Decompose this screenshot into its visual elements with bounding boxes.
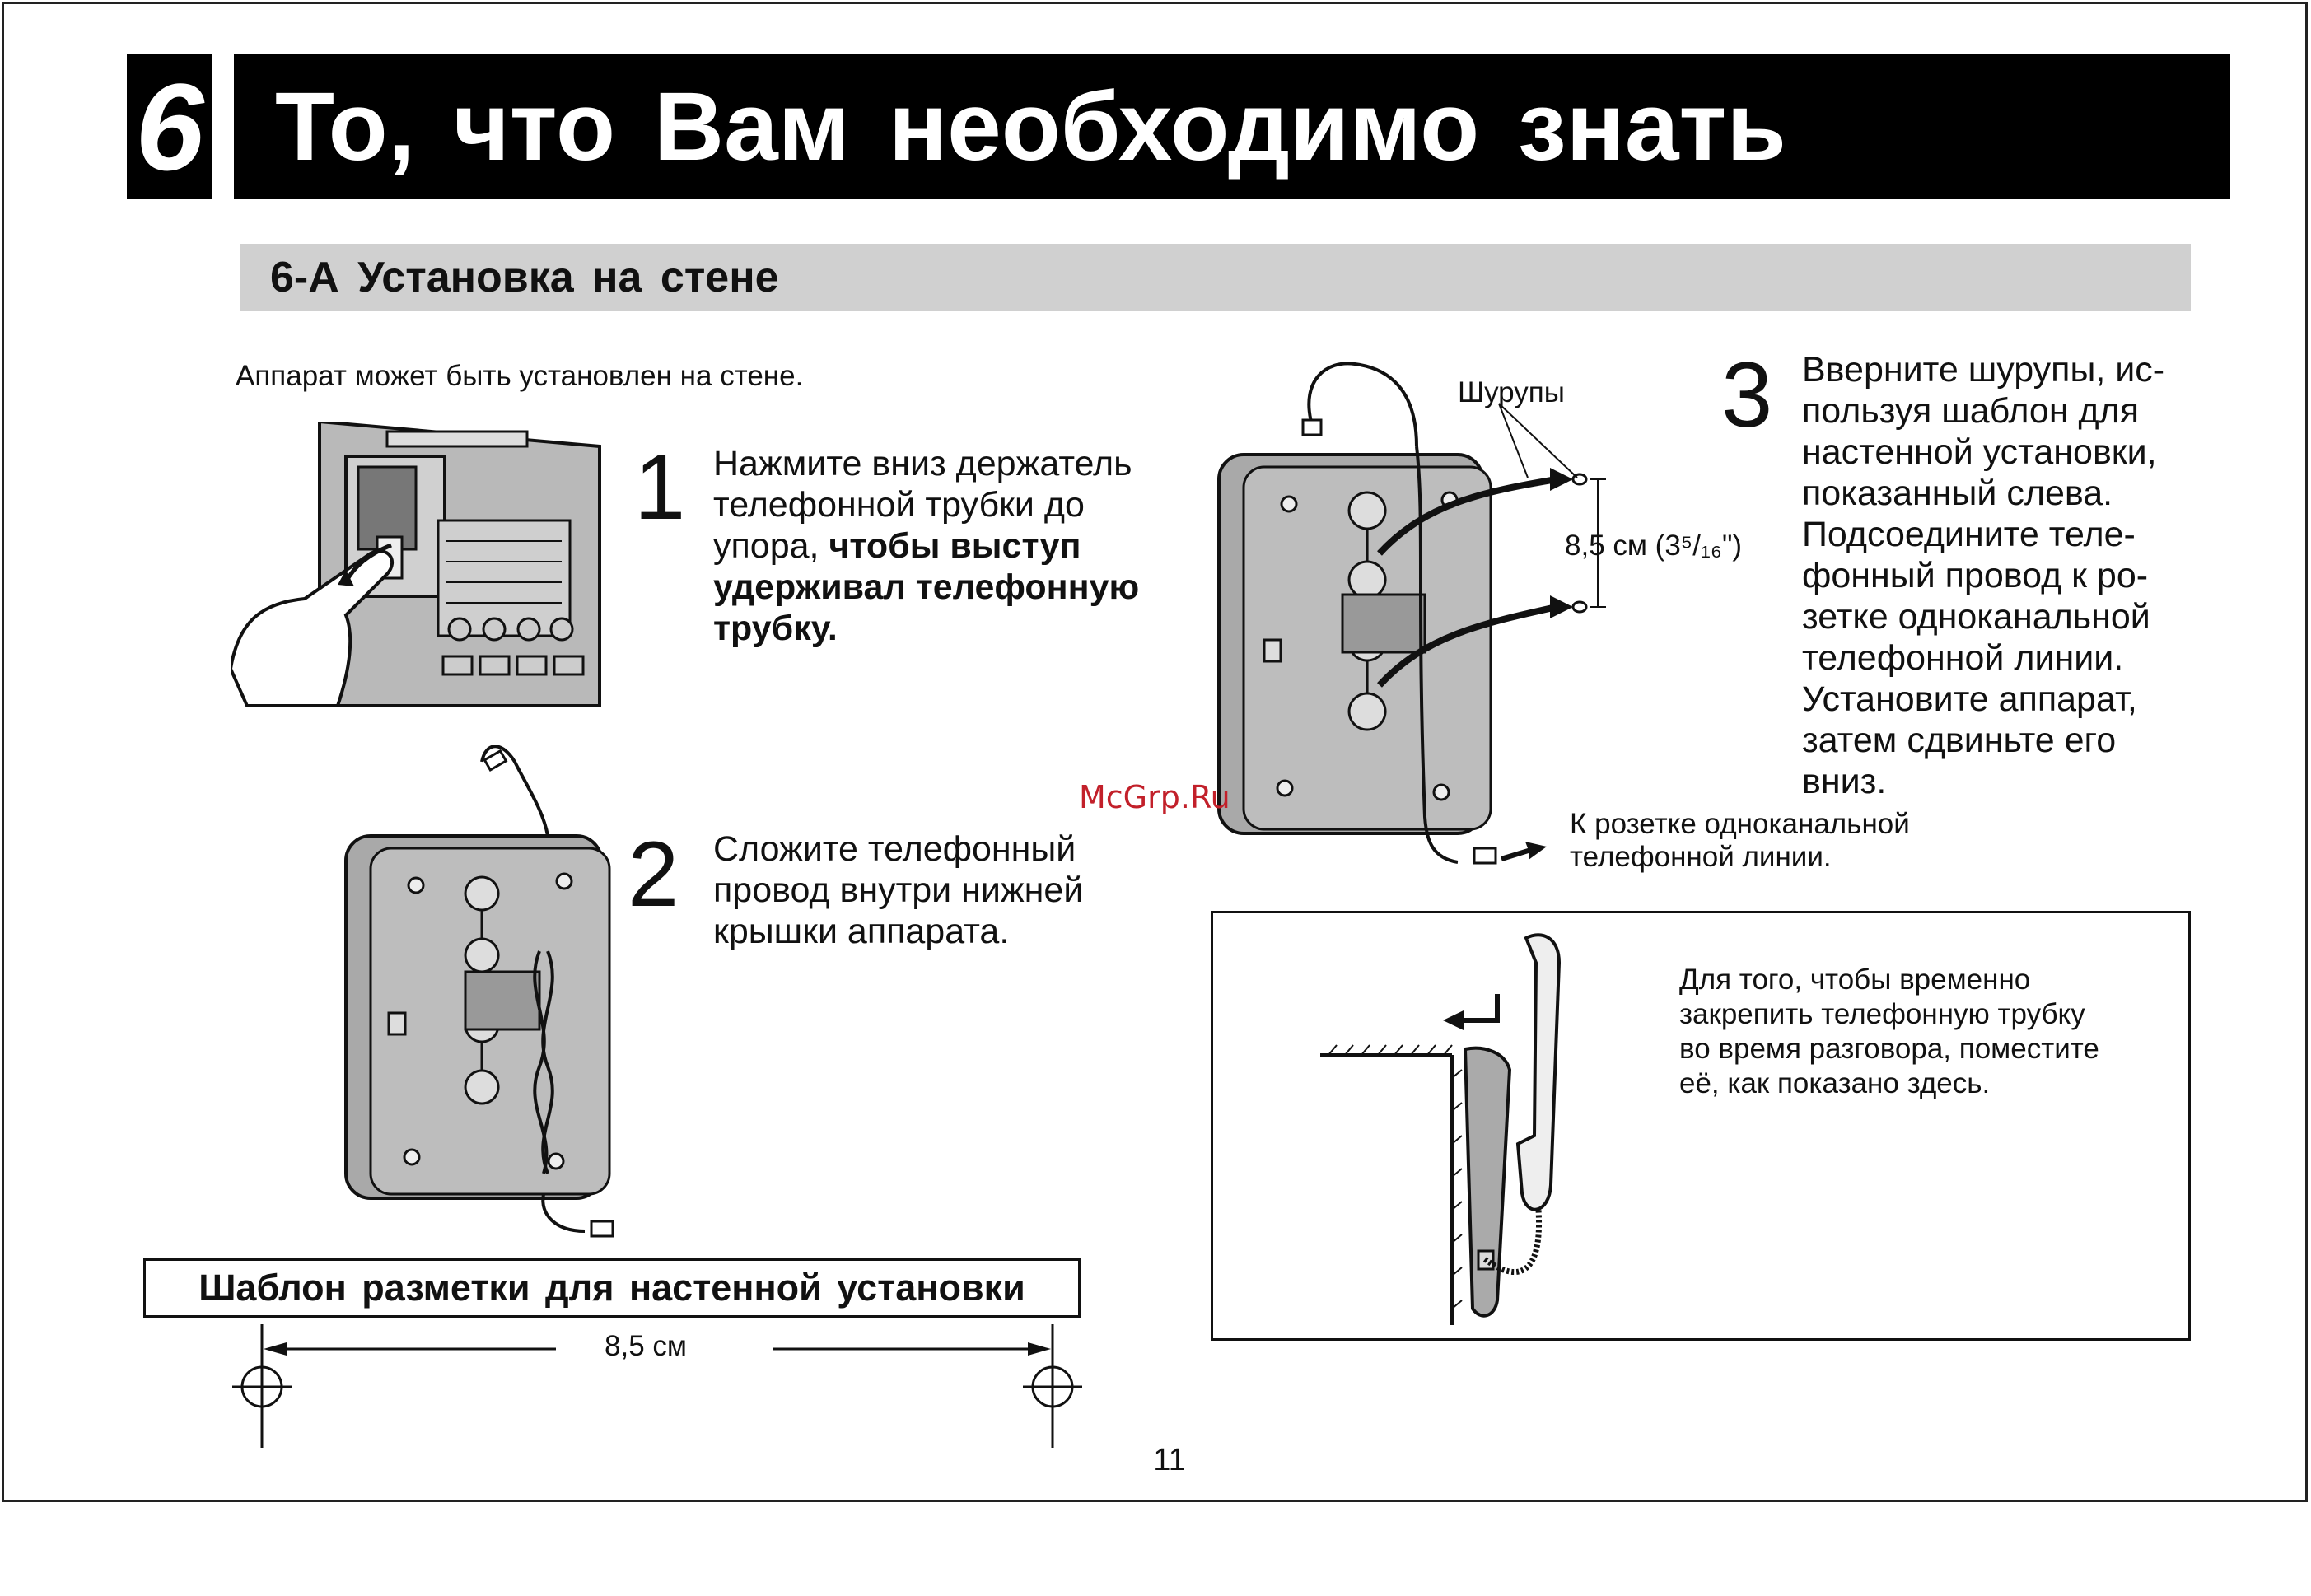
step-3-line: затем сдвиньте его bbox=[1802, 721, 2117, 760]
step-1-plain: упора, bbox=[713, 526, 829, 566]
step-3-line: настенной установки, bbox=[1802, 432, 2157, 472]
step-1-line: телефонной трубки до bbox=[713, 485, 1085, 525]
note-line: Для того, чтобы временно bbox=[1679, 964, 2031, 996]
cord-fold-illustration bbox=[344, 745, 614, 1238]
step-3-line: Подсоедините теле- bbox=[1802, 515, 2136, 554]
step-1-text: Нажмите вниз держатель телефонной трубки… bbox=[713, 443, 1139, 649]
step-2-line: Сложите телефонный bbox=[713, 829, 1076, 869]
section-title: 6-А Установка на стене bbox=[240, 244, 2191, 311]
step-3-line: фонный провод к ро- bbox=[1802, 556, 2149, 595]
step-1-line: упора, чтобы выступ bbox=[713, 525, 1139, 567]
screw-pointer-lines bbox=[1498, 403, 1578, 478]
step-2-line: провод внутри нижней bbox=[713, 870, 1084, 910]
intro-text: Аппарат может быть установлен на стене. bbox=[236, 360, 804, 392]
step-3-line: Установите аппарат, bbox=[1802, 679, 2137, 719]
step-3-number: 3 bbox=[1721, 343, 1773, 446]
step-3-text: Вверните шурупы, ис- пользуя шаблон для … bbox=[1802, 349, 2164, 802]
step-2-number: 2 bbox=[628, 823, 679, 926]
step-1-bold-line: удерживал телефонную bbox=[713, 567, 1140, 607]
step-3-line: показанный слева. bbox=[1802, 474, 2113, 513]
step-3-line: пользуя шаблон для bbox=[1802, 391, 2139, 431]
step-1-bold: чтобы выступ bbox=[829, 526, 1081, 566]
chapter-number: 6 bbox=[127, 54, 212, 199]
note-text: Для того, чтобы временно закрепить телеф… bbox=[1679, 963, 2099, 1101]
step-1-number: 1 bbox=[634, 436, 686, 539]
plug-arrow bbox=[1473, 842, 1547, 865]
press-hook-illustration bbox=[231, 422, 601, 707]
page-title: То, что Вам необходимо знать bbox=[234, 54, 2230, 199]
page-border bbox=[2, 2, 2308, 1502]
screws-label: Шурупы bbox=[1458, 376, 1565, 408]
mounting-template bbox=[232, 1324, 1082, 1448]
socket-label-2: телефонной линии. bbox=[1570, 841, 1832, 873]
template-title: Шаблон разметки для настенной установки bbox=[143, 1258, 1081, 1318]
step-3-line: зетке одноканальной bbox=[1802, 597, 2150, 637]
step-3-line: вниз. bbox=[1802, 762, 1887, 801]
wall-mount-illustration bbox=[1217, 362, 1606, 864]
step-1-bold-line: трубку. bbox=[713, 609, 838, 648]
note-line: во время разговора, поместите bbox=[1679, 1033, 2099, 1065]
note-line: закрепить телефонную трубку bbox=[1679, 998, 2085, 1030]
template-distance: 8,5 см bbox=[605, 1330, 687, 1362]
step-2-text: Сложите телефонный провод внутри нижней … bbox=[713, 828, 1083, 952]
step-3-line: телефонной линии. bbox=[1802, 638, 2124, 678]
step-3-line: Вверните шурупы, ис- bbox=[1802, 350, 2165, 390]
note-line: её, как показано здесь. bbox=[1679, 1067, 1991, 1099]
step-2-line: крышки аппарата. bbox=[713, 912, 1010, 951]
step-1-line: Нажмите вниз держатель bbox=[713, 444, 1132, 483]
handset-hook-illustration bbox=[1320, 933, 1562, 1325]
socket-label-1: К розетке одноканальной bbox=[1570, 808, 1910, 840]
distance-label: 8,5 см (3⁵/₁₆") bbox=[1565, 530, 1743, 562]
watermark: McGrp.Ru bbox=[1079, 779, 1230, 815]
page-number: 11 bbox=[1153, 1443, 1186, 1477]
note-box: Для того, чтобы временно закрепить телеф… bbox=[1211, 911, 2191, 1341]
